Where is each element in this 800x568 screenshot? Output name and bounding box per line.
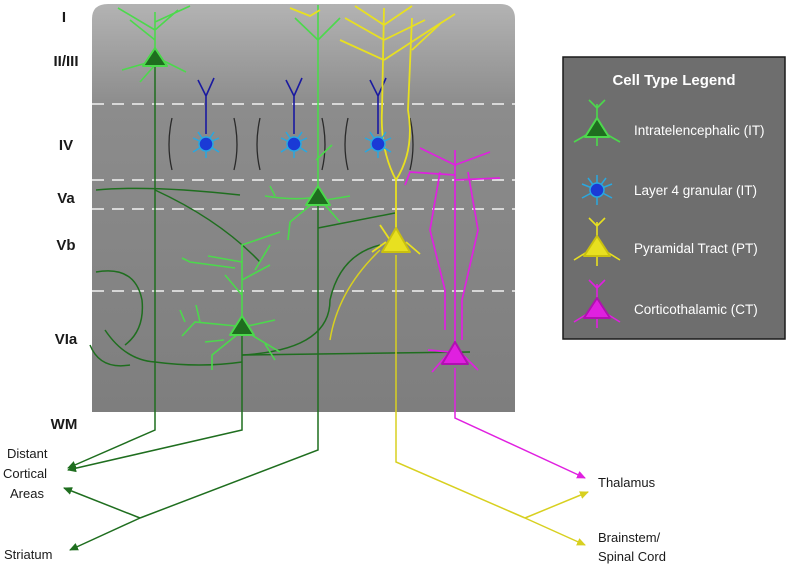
it-soma-l5a [305,185,331,206]
granular-cell-1 [192,131,220,158]
layer-labels: I II/III IV Va Vb VIa WM [51,9,79,433]
layer4-barrels [168,117,414,171]
ct-neuron-icon [573,279,621,328]
target-distant-cortical-line3: Areas [10,486,44,501]
legend-title: Cell Type Legend [612,72,735,89]
legend-label-ct: Corticothalamic (CT) [634,302,758,317]
target-distant-cortical-line1: Distant [7,446,48,461]
projection-targets: Distant Cortical Areas Striatum Thalamus… [3,446,666,564]
pt-neuron-icon [573,217,621,266]
legend-label-it: Intratelencephalic (IT) [634,123,765,138]
target-distant-cortical-line2: Cortical [3,466,47,481]
layer-label-vb: Vb [56,237,75,254]
ct-axon [454,368,586,479]
ct-soma [441,341,469,365]
layer-label-via: VIa [55,331,78,348]
layer-label-va: Va [57,190,75,207]
ct-neuron-arbor [404,147,501,373]
granular-cell-3 [364,131,392,158]
it-axons [63,65,471,551]
layer-label-iv: IV [59,137,73,154]
granular-dendrites [197,77,387,134]
target-striatum: Striatum [4,547,52,562]
pt-soma [381,227,411,253]
layer-label-i: I [62,9,66,26]
target-thalamus: Thalamus [598,475,656,490]
layer-label-wm: WM [51,416,78,433]
it-soma-l6 [229,315,255,336]
it-neuron-icon [573,99,621,146]
legend-label-pt: Pyramidal Tract (PT) [634,241,758,256]
layer-label-ii-iii: II/III [53,53,78,70]
granular-cell-2 [280,131,308,158]
target-brainstem-line1: Brainstem/ [598,530,661,545]
it-dendrites [117,5,351,370]
it-soma-l23 [142,47,168,67]
pt-axon [329,249,589,546]
granular-neuron-icon [581,175,613,205]
legend: Cell Type Legend Intratelencephalic (IT)… [562,56,786,340]
target-brainstem-line2: Spinal Cord [598,549,666,564]
layer-boundaries [92,103,515,292]
legend-label-granular: Layer 4 granular (IT) [634,183,757,198]
